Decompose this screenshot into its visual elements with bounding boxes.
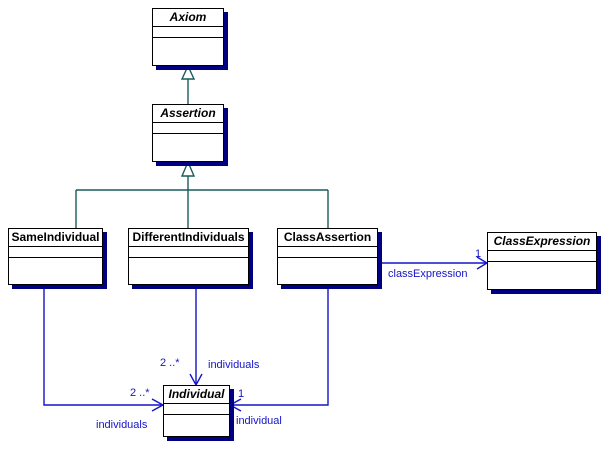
association-class-assertion-individual — [228, 285, 329, 412]
generalization-bus-to-assertion — [76, 160, 328, 191]
class-box-class-assertion[interactable]: ClassAssertion — [277, 228, 378, 285]
association-label-class-expression: classExpression — [388, 268, 468, 280]
association-label-same-individual: individuals — [96, 419, 148, 431]
class-name-same-individual: SameIndividual — [9, 229, 102, 247]
class-box-individual[interactable]: Individual — [163, 385, 230, 437]
class-attributes-same-individual — [9, 247, 102, 258]
association-different-individuals-individual — [189, 285, 203, 387]
class-box-class-expression[interactable]: ClassExpression — [487, 232, 597, 290]
class-name-class-expression: ClassExpression — [488, 233, 596, 251]
class-name-different-individuals: DifferentIndividuals — [129, 229, 248, 247]
association-label-different-individuals: individuals — [208, 359, 260, 371]
class-name-class-assertion: ClassAssertion — [278, 229, 377, 247]
class-attributes-different-individuals — [129, 247, 248, 258]
class-box-same-individual[interactable]: SameIndividual — [8, 228, 103, 285]
class-box-assertion[interactable]: Assertion — [152, 104, 224, 162]
association-multiplicity-different-individuals: 2 ..* — [160, 357, 180, 369]
class-name-assertion: Assertion — [153, 105, 223, 123]
class-attributes-class-expression — [488, 251, 596, 262]
generalization-assertion-to-axiom — [180, 64, 196, 104]
association-multiplicity-same-individual: 2 ..* — [130, 387, 150, 399]
class-box-different-individuals[interactable]: DifferentIndividuals — [128, 228, 249, 285]
class-attributes-axiom — [153, 27, 223, 38]
class-name-individual: Individual — [164, 386, 229, 404]
association-multiplicity-class-expression: 1 — [475, 248, 482, 260]
class-attributes-class-assertion — [278, 247, 377, 258]
class-box-axiom[interactable]: Axiom — [152, 8, 224, 66]
association-multiplicity-individual: 1 — [238, 388, 245, 400]
class-name-axiom: Axiom — [153, 9, 223, 27]
class-attributes-assertion — [153, 123, 223, 134]
class-attributes-individual — [164, 404, 229, 415]
association-label-individual: individual — [236, 415, 282, 427]
